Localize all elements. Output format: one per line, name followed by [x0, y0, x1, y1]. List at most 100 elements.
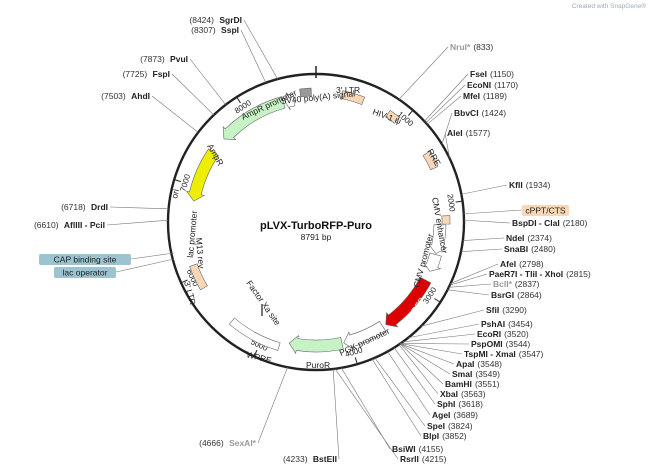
site-label-right: BclI*(2837)	[493, 279, 540, 289]
site-label-right: AgeI(3689)	[432, 410, 478, 420]
feature-cmv-enhancer	[428, 224, 448, 255]
site-label-left: (7503) AhdI	[101, 91, 150, 101]
feature-rre	[422, 150, 439, 171]
cap-binding-box	[39, 254, 131, 265]
site-label-right: MfeI(1189)	[463, 91, 507, 101]
ring-tick-4000	[354, 357, 358, 364]
site-label-right: NdeI(2374)	[506, 233, 552, 243]
site-label-left: (4666) SexAI*	[199, 438, 257, 448]
site-leader	[408, 323, 480, 339]
site-leader	[371, 358, 422, 437]
plasmid-name: pLVX-TurboRFP-Puro	[260, 220, 372, 232]
lac-operator-label: lac operator	[63, 268, 108, 278]
site-label-right: XbaI(3563)	[440, 389, 486, 399]
feature-label-ori: ori	[169, 188, 181, 199]
site-label-right: BamHI(3551)	[445, 379, 500, 389]
feature-cmv-promoter	[422, 252, 442, 272]
site-label-right: PaeR7I - TliI - XhoI(2815)	[489, 269, 591, 279]
ring-tick-6000	[181, 279, 188, 283]
site-label-right: TspMI - XmaI(3547)	[464, 349, 544, 359]
site-leader	[398, 344, 439, 395]
cap-binding-label: CAP binding site	[54, 255, 117, 265]
ring-tick-2000	[455, 200, 462, 203]
site-label-right: ApaI(3548)	[456, 359, 502, 369]
site-label-left: (6718) DrdI	[61, 202, 108, 212]
site-label-right: BsiWI(4155)	[392, 444, 443, 454]
site-label-right: AleI(1577)	[447, 128, 490, 138]
feature-3-ltr	[189, 263, 208, 291]
ring-tick-5000	[253, 349, 258, 356]
site-leader	[334, 368, 399, 460]
site-leader	[450, 263, 499, 284]
site-leader	[402, 333, 476, 343]
site-leader	[400, 343, 455, 365]
site-label-right: FseI(1150)	[470, 69, 514, 79]
feature-label-lac-promoter: lac promoter	[185, 210, 199, 258]
lac-operator-leader	[115, 258, 175, 273]
site-label-right: SpeI(3824)	[427, 421, 473, 431]
feature-ampr	[222, 96, 286, 140]
site-label-right: NruI*(833)	[450, 42, 493, 52]
site-leader	[424, 73, 469, 122]
site-leader	[109, 206, 169, 210]
feature-pgk-promoter	[343, 321, 387, 351]
site-leader	[171, 73, 215, 116]
lac-operator-box	[54, 267, 116, 278]
ring-tick-label: 2000	[445, 193, 456, 212]
site-leader	[393, 347, 436, 405]
site-leader	[461, 184, 508, 195]
feature-label-factor-xa: Factor Xa site	[244, 278, 282, 327]
site-leader	[374, 357, 426, 427]
ring-tick-1000	[408, 110, 413, 116]
site-leader	[460, 248, 503, 252]
feature-cppt-cts	[441, 215, 451, 225]
site-leader	[462, 237, 505, 241]
feature-label-m13-rev: M13 rev	[194, 237, 207, 269]
site-label-left: (7873) PvuI	[140, 54, 188, 64]
site-label-right: AfeI(2798)	[500, 259, 544, 269]
feature-sv40-poly-a-signal	[299, 87, 312, 98]
feature-label-3ltr-top: 3' LTR	[336, 85, 360, 95]
feature-label-hiv-psi: HIV-1 ψ	[371, 106, 402, 126]
ring-tick-8000	[236, 97, 241, 104]
plasmid-size: 8791 bp	[301, 232, 332, 242]
site-leader	[426, 95, 462, 125]
site-leader	[398, 46, 449, 100]
feature-arcs	[185, 87, 451, 355]
site-leader-lines	[106, 19, 511, 460]
snapgene-credit: Created with SnapGene®	[572, 2, 646, 10]
site-leader	[257, 367, 288, 444]
feature-label-puror: PuroR	[306, 360, 330, 370]
site-label-right: EcoRI(3520)	[477, 329, 529, 339]
site-label-right: KflI(1934)	[509, 180, 550, 190]
site-label-right: PspOMI(3544)	[471, 339, 530, 349]
feature-turborfp	[385, 276, 432, 328]
site-leader	[387, 351, 431, 416]
restriction-sites-left: (8424) SgrDI(8307) SspI(7873) PvuI(7725)…	[34, 15, 337, 464]
site-leader	[400, 343, 470, 345]
site-leader	[441, 112, 453, 145]
site-leader	[399, 343, 444, 385]
cap-leader	[130, 252, 175, 260]
site-label-right: EcoNI(1170)	[467, 80, 518, 90]
site-leader	[463, 219, 511, 224]
restriction-sites-right: NruI*(833) FseI(1150)EcoNI(1170)MfeI(1189…	[392, 42, 591, 464]
site-label-left: (4233) BstEII	[283, 454, 337, 464]
site-label-left: (6610) AflIII - PciI	[34, 220, 105, 230]
feature-hiv-1-	[385, 109, 400, 124]
site-label-right: SphI(3618)	[437, 399, 483, 409]
cppt-box	[522, 205, 569, 216]
site-label-right: RsrII(4215)	[400, 454, 447, 464]
site-leader	[151, 95, 199, 133]
site-label-right: BspDI - ClaI(2180)	[512, 218, 587, 228]
site-label-right: SmaI(3549)	[452, 369, 500, 379]
feature-wpre	[228, 317, 281, 351]
site-label-right: SfiI(3290)	[486, 305, 527, 315]
site-label-right: SnaBI(2480)	[504, 244, 556, 254]
site-label-right: PshAI(3454)	[481, 319, 533, 329]
site-label-right: BsrGI(2864)	[491, 290, 542, 300]
cppt-label: cPPT/CTS	[525, 206, 565, 216]
feature-3-ltr	[340, 90, 366, 105]
